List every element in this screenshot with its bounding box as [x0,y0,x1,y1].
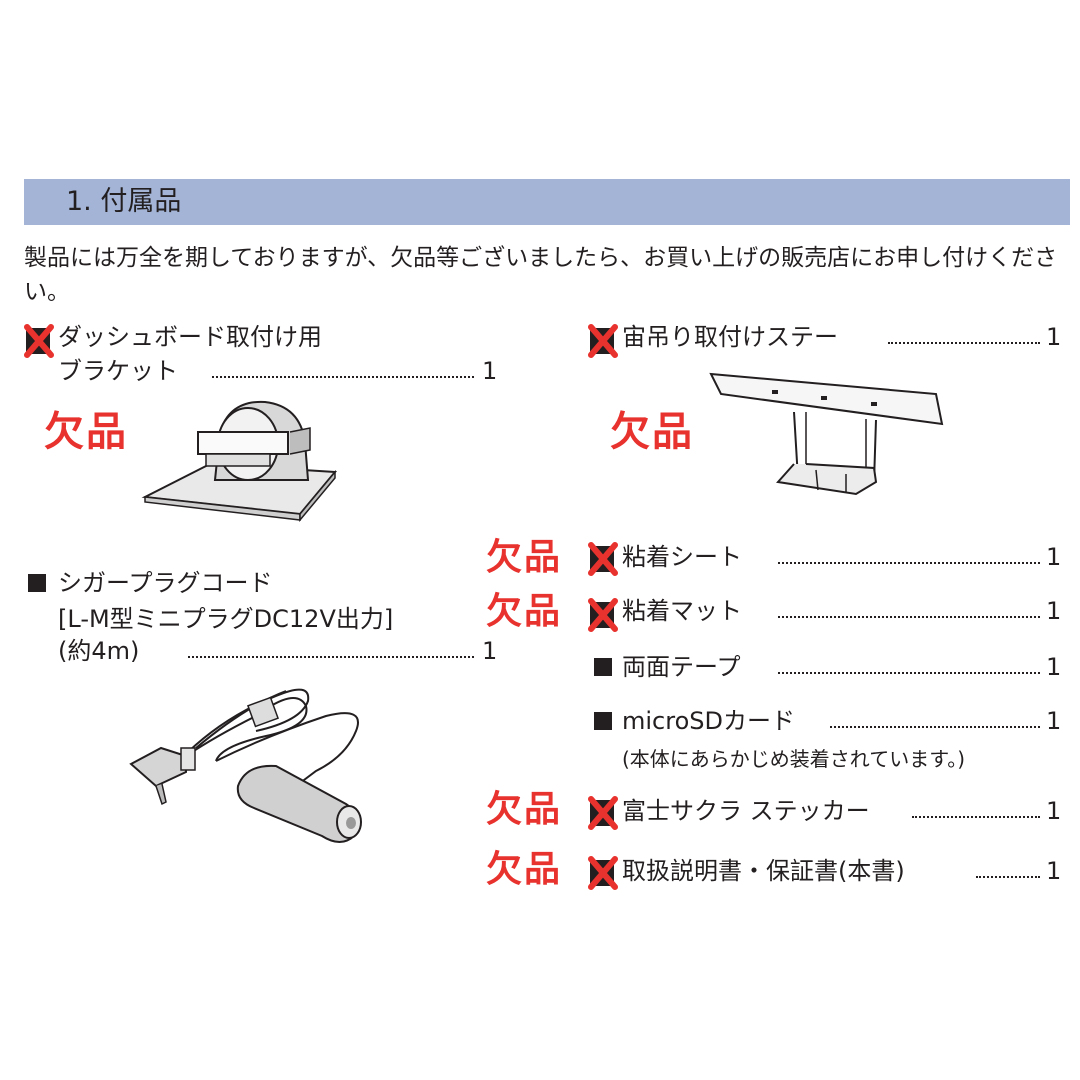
leader-dots [976,876,1040,878]
leader-dots [778,616,1040,618]
cigar-qty: 1 [482,637,498,665]
stay-label: 宙吊り取付けステー [622,323,838,351]
sheet-qty: 1 [1046,543,1062,571]
cigar-label-line3: (約4m) [58,637,140,665]
bracket-qty: 1 [482,357,498,385]
cross-mark-icon [588,796,618,830]
tape-qty: 1 [1046,653,1062,681]
sd-qty: 1 [1046,707,1062,735]
leader-dots [888,342,1040,344]
dashboard-bracket-illustration [141,400,338,522]
missing-stamp-sheet: 欠品 [486,537,563,578]
sd-note: (本体にあらかじめ装着されています。) [622,747,966,771]
manual-label: 取扱説明書・保証書(本書) [622,857,905,885]
missing-stamp-bracket: 欠品 [44,409,128,455]
manual-qty: 1 [1046,857,1062,885]
bullet-square [594,712,612,730]
sticker-label: 富士サクラ ステッカー [622,797,870,825]
mat-label: 粘着マット [622,597,742,625]
hanging-stay-illustration [709,372,944,496]
cross-mark-icon [588,324,618,358]
mat-qty: 1 [1046,597,1062,625]
leader-dots [778,562,1040,564]
bracket-label-line2: ブラケット [58,357,178,385]
bracket-label-line1: ダッシュボード取付け用 [58,323,322,351]
missing-stamp-manual: 欠品 [486,849,563,890]
sheet-label: 粘着シート [622,543,742,571]
cross-mark-icon [24,324,54,358]
intro-text: 製品には万全を期しておりますが、欠品等ございましたら、お買い上げの販売店にお申し… [24,245,1058,305]
leader-dots [912,816,1040,818]
tape-label: 両面テープ [622,653,741,681]
section-title: 1. 付属品 [66,186,182,217]
bullet-square [28,574,46,592]
sticker-qty: 1 [1046,797,1062,825]
cigar-plug-cord-illustration [129,688,362,843]
cross-mark-icon [588,542,618,576]
cigar-label-line1: シガープラグコード [58,569,273,597]
leader-dots [830,726,1040,728]
sd-label: microSDカード [622,707,795,735]
bullet-square [594,658,612,676]
section-header: 1. 付属品 [24,179,1070,225]
cigar-label-line2: [L-M型ミニプラグDC12V出力] [58,605,394,633]
leader-dots [778,672,1040,674]
cross-mark-icon [588,856,618,890]
leader-dots [212,376,474,378]
missing-stamp-sticker: 欠品 [486,789,563,830]
cross-mark-icon [588,598,618,632]
leader-dots [188,656,474,658]
missing-stamp-stay: 欠品 [610,409,694,455]
stay-qty: 1 [1046,323,1062,351]
missing-stamp-mat: 欠品 [486,591,563,632]
